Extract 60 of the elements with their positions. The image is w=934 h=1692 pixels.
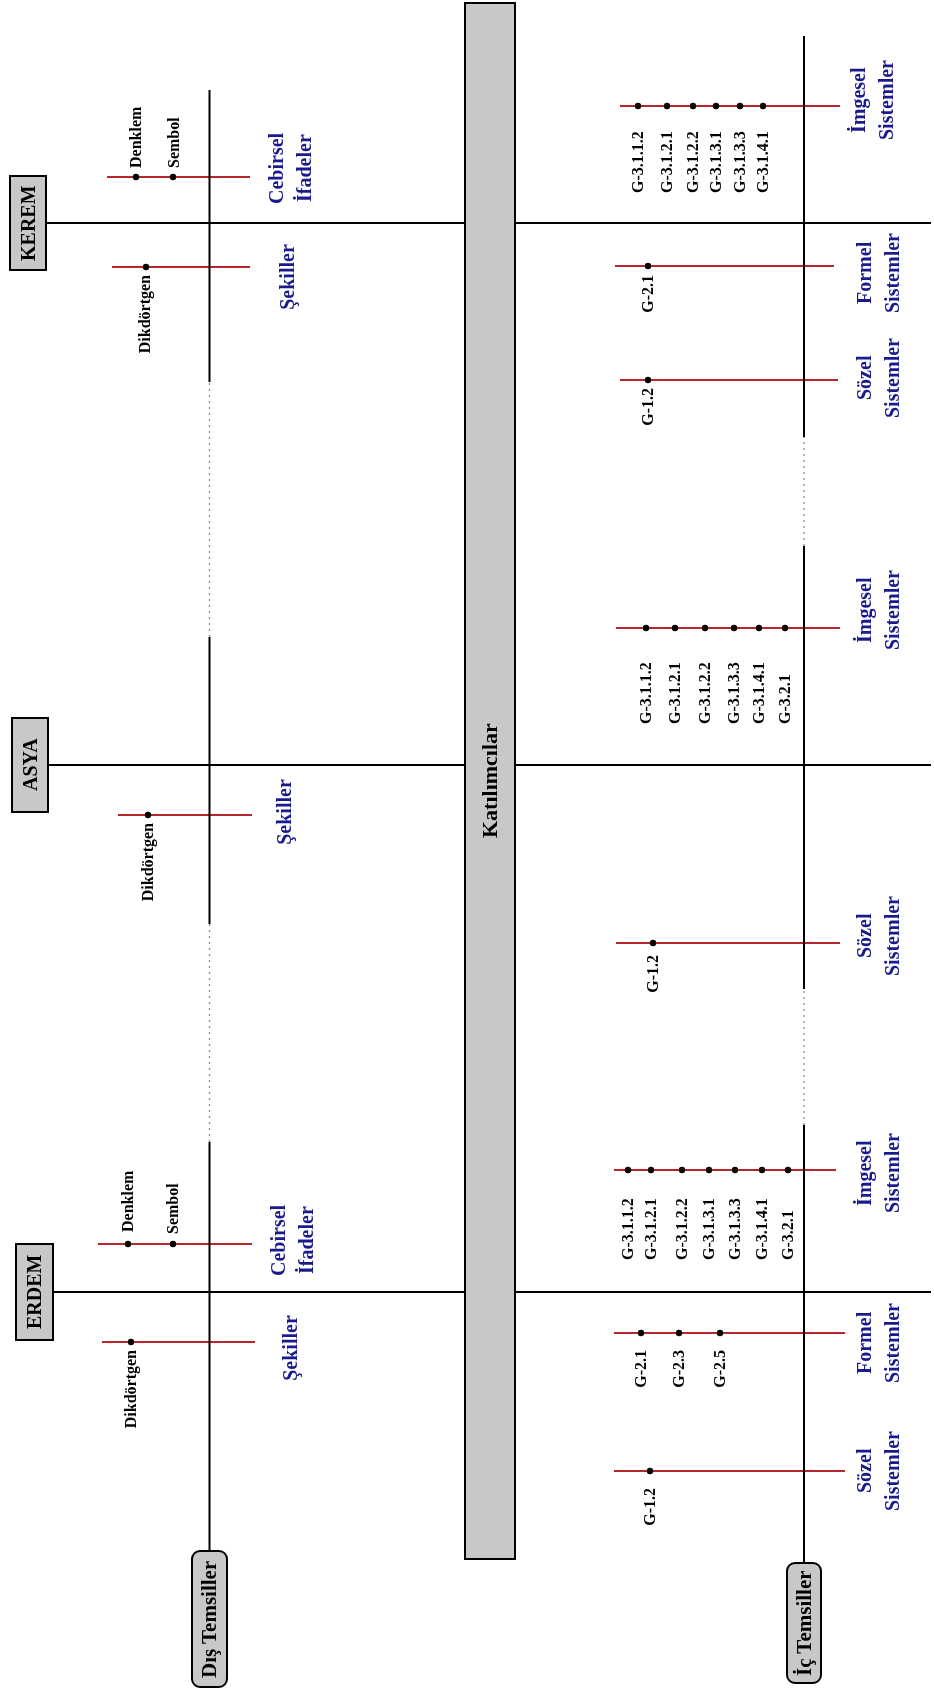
category-label: Formel Sistemler [852, 232, 904, 315]
code-label: G-2.3 [671, 1350, 687, 1388]
participant-box: ASYA [11, 717, 49, 813]
category-label: İmgesel Sistemler [852, 1132, 904, 1215]
code-label: G-2.5 [712, 1350, 728, 1388]
code-label: G-3.1.1.2 [630, 131, 646, 193]
root-box: İç Temsiller [786, 1562, 822, 1684]
code-label: Denklem [128, 106, 144, 168]
connector-line [53, 1291, 465, 1293]
code-label: G-3.1.1.2 [638, 662, 654, 724]
code-label: G-3.1.3.3 [726, 662, 742, 724]
spine-line [803, 35, 805, 1563]
code-label: G-3.1.4.1 [751, 662, 767, 724]
code-label: G-3.1.2.2 [674, 1198, 690, 1260]
code-label: Dikdörtgen [123, 1350, 139, 1429]
code-label: G-3.1.3.3 [732, 131, 748, 193]
code-label: G-1.2 [640, 388, 656, 426]
code-label: Dikdörtgen [137, 275, 153, 354]
connector-line [48, 764, 465, 766]
code-label: G-3.2.1 [777, 674, 793, 724]
category-label: Sözel Sistemler [852, 1430, 904, 1513]
code-label: G-3.1.2.1 [659, 131, 675, 193]
participant-box: ERDEM [15, 1243, 54, 1341]
code-label: G-3.1.2.2 [685, 131, 701, 193]
category-label: Cebirsel İfadeler [266, 1203, 318, 1278]
category-label: Cebirsel İfadeler [264, 131, 316, 206]
category-label: Şekiller [278, 1315, 303, 1381]
category-label: Şekiller [275, 244, 300, 310]
code-label: G-3.1.2.1 [643, 1198, 659, 1260]
root-box: Dış Temsiller [191, 1550, 228, 1688]
participant-box: KEREM [9, 175, 47, 271]
category-label: Sözel Sistemler [852, 895, 904, 978]
code-label: G-2.1 [640, 275, 656, 313]
spine-line [208, 89, 211, 1551]
code-label: G-2.1 [633, 1350, 649, 1388]
participants-bar: Katılımcılar [464, 2, 516, 1560]
code-label: G-3.1.3.1 [708, 131, 724, 193]
connector-line [46, 222, 465, 224]
code-label: G-1.2 [642, 1488, 658, 1526]
code-label: G-3.1.2.1 [667, 662, 683, 724]
category-label: İmgesel Sistemler [846, 59, 898, 142]
connector-line [515, 764, 932, 766]
connector-line [515, 1291, 932, 1293]
code-label: Denklem [120, 1170, 136, 1232]
code-label: G-3.1.1.2 [620, 1198, 636, 1260]
category-label: Formel Sistemler [852, 1302, 904, 1385]
code-label: G-3.1.3.3 [727, 1198, 743, 1260]
code-label: G-3.1.3.1 [701, 1198, 717, 1260]
code-label: G-3.1.2.2 [697, 662, 713, 724]
code-label: G-3.1.4.1 [755, 131, 771, 193]
category-label: Şekiller [272, 779, 297, 845]
code-label: Sembol [165, 1183, 181, 1234]
code-label: G-3.1.4.1 [754, 1198, 770, 1260]
code-label: Sembol [166, 117, 182, 168]
category-label: İmgesel Sistemler [852, 569, 904, 652]
code-label: G-1.2 [645, 955, 661, 993]
code-label: G-3.2.1 [780, 1210, 796, 1260]
connector-line [515, 222, 932, 224]
code-label: Dikdörtgen [140, 823, 156, 902]
category-label: Sözel Sistemler [852, 337, 904, 420]
